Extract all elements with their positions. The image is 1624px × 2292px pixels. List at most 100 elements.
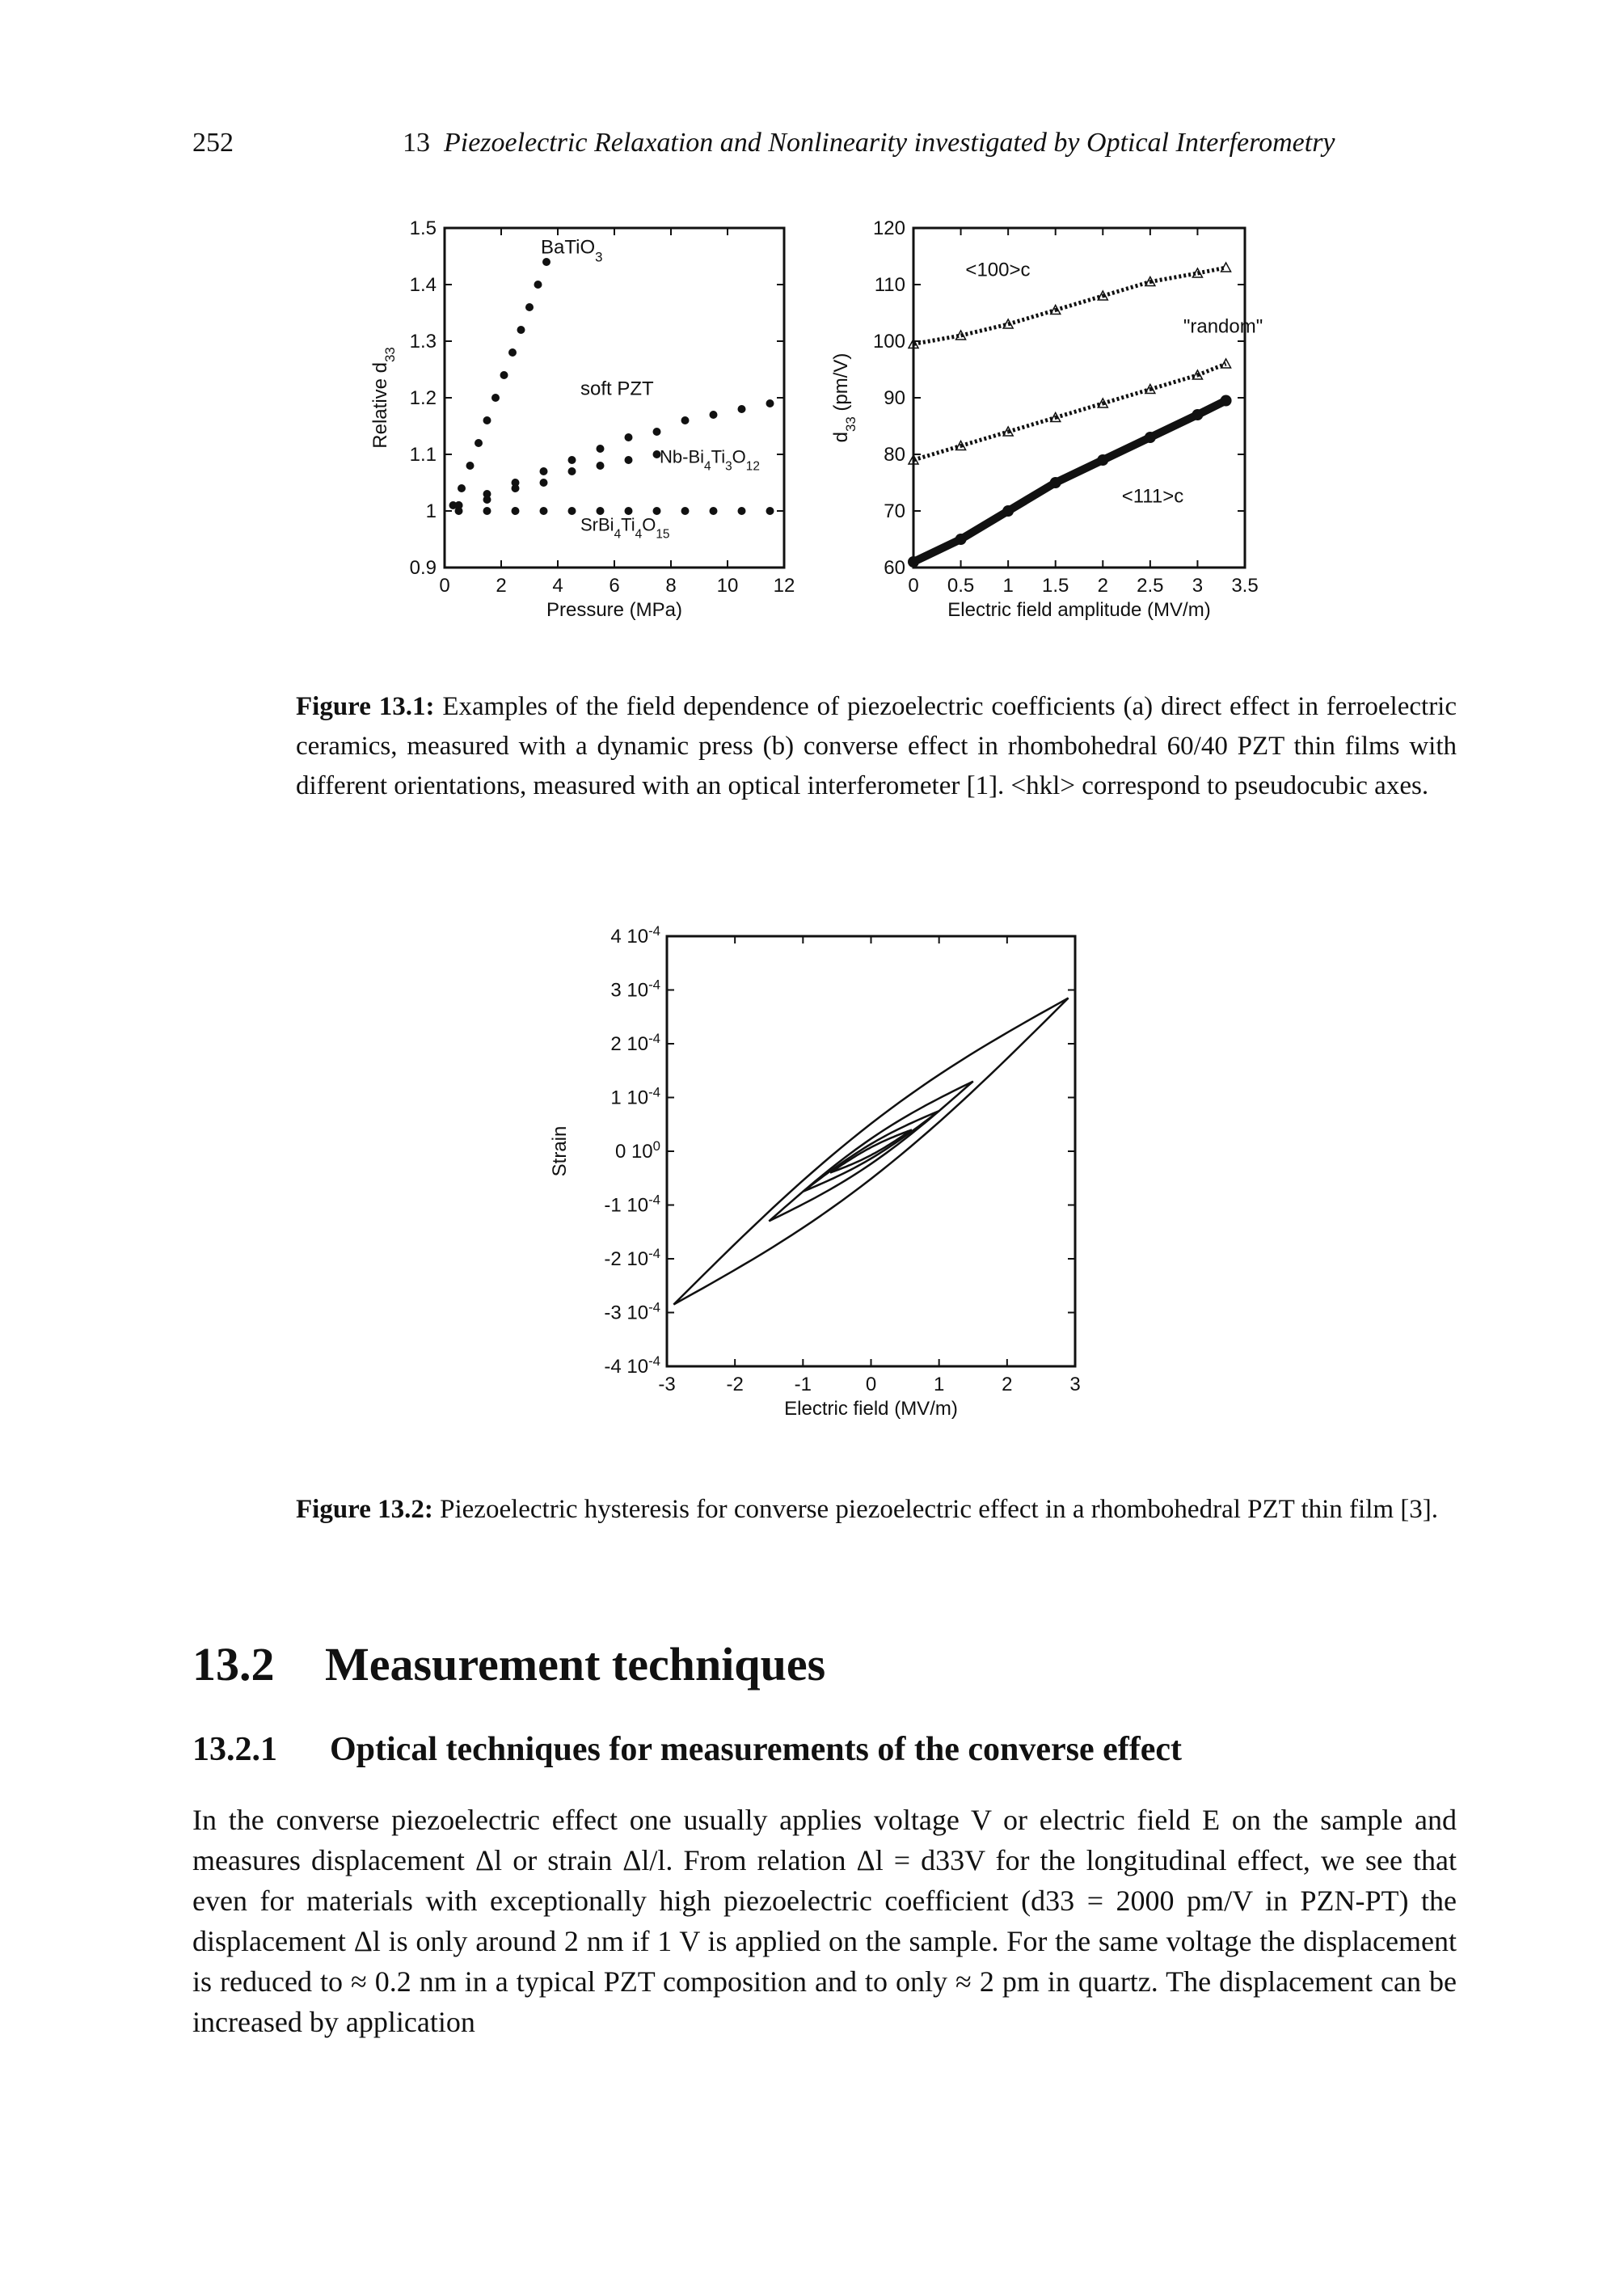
x-tick-label: 0	[866, 1374, 876, 1395]
series-trace	[911, 535, 963, 566]
subsection-number: 13.2.1	[192, 1731, 277, 1768]
data-point	[567, 507, 576, 515]
y-tick-label: 1.3	[410, 331, 437, 352]
page-number: 252	[192, 128, 234, 158]
label-part: 12	[746, 459, 760, 473]
data-point	[1002, 425, 1014, 437]
y-label-main: Relative d	[369, 362, 391, 449]
data-point	[511, 479, 520, 487]
label-part: -4	[648, 923, 660, 939]
label-part: 3 10	[610, 980, 648, 1002]
data-point	[955, 439, 967, 451]
series-trace	[960, 429, 1009, 448]
label-part: 0 10	[615, 1141, 653, 1163]
y-tick-label: 2 10-4	[610, 1031, 660, 1056]
data-point	[534, 281, 542, 289]
series-trace	[1053, 456, 1105, 487]
label-part: -4	[648, 1353, 660, 1369]
series-trace	[1054, 401, 1104, 420]
y-label-sub: 33	[843, 416, 858, 432]
y-tick-label: -2 10-4	[604, 1246, 660, 1271]
y-tick-label: 1.5	[410, 217, 437, 239]
x-tick-label: 0	[908, 575, 918, 597]
data-point	[483, 416, 491, 424]
series-trace	[1006, 479, 1058, 515]
y-tick-label: 0 100	[615, 1138, 660, 1163]
label-part: -1 10	[604, 1195, 648, 1217]
figure-caption-13-1: Figure 13.1: Examples of the field depen…	[296, 687, 1457, 806]
series-trace	[1007, 308, 1057, 327]
data-point	[652, 507, 661, 515]
data-point	[483, 507, 491, 515]
x-tick-label: 3	[1069, 1374, 1080, 1395]
data-point	[596, 445, 605, 453]
y-label-sub: 33	[382, 347, 398, 362]
series-trace	[1149, 271, 1198, 284]
series-trace	[1101, 433, 1153, 464]
y-tick-label: 0.9	[410, 557, 437, 579]
series-trace	[913, 333, 962, 346]
data-point	[624, 507, 633, 515]
label-part: BaTiO	[541, 237, 595, 259]
label-part: O	[732, 447, 746, 467]
series-label-batio3: BaTiO3	[541, 237, 602, 265]
y-tick-label: 80	[884, 444, 905, 466]
caption-text: Piezoelectric hysteresis for converse pi…	[440, 1495, 1439, 1524]
data-point	[1220, 357, 1232, 369]
running-header: 13 Piezoelectric Relaxation and Nonlinea…	[403, 128, 1335, 158]
label-part: -4	[648, 1192, 660, 1207]
series-trace	[1102, 280, 1151, 298]
x-axis-label: Pressure (MPa)	[546, 599, 682, 621]
data-point	[542, 258, 550, 266]
x-tick-label: 2	[496, 575, 506, 597]
data-point	[596, 507, 605, 515]
label-part: -4	[648, 1246, 660, 1261]
x-tick-label: 2.5	[1137, 575, 1163, 597]
data-point	[737, 507, 746, 515]
data-point	[1144, 382, 1157, 395]
label-part: -4 10	[604, 1356, 648, 1378]
data-point	[1049, 303, 1061, 315]
series-label-srbi4ti4o15: SrBi4Ti4O15	[580, 515, 669, 542]
x-tick-label: 4	[552, 575, 563, 597]
series-trace	[1007, 416, 1057, 434]
y-tick-label: -3 10-4	[604, 1299, 660, 1324]
x-tick-label: 10	[717, 575, 739, 597]
data-point	[652, 450, 661, 458]
x-tick-label: 12	[774, 575, 795, 597]
data-point	[624, 456, 633, 464]
x-tick-label: -3	[658, 1374, 675, 1395]
label-part: 15	[656, 527, 669, 541]
label-part: -4	[648, 1299, 660, 1315]
y-tick-label: 120	[873, 217, 905, 239]
data-point	[539, 479, 548, 487]
data-point	[449, 501, 458, 509]
y-tick-label: 100	[873, 331, 905, 352]
plot-frame	[912, 226, 1246, 569]
y-axis-label: Relative d33	[369, 347, 398, 448]
subsection-heading: 13.2.1 Optical techniques for measurement…	[192, 1730, 1182, 1769]
label-part: 4 10	[610, 926, 648, 948]
data-point	[681, 507, 690, 515]
label-part: -3 10	[604, 1302, 648, 1324]
y-tick-label: 90	[884, 387, 905, 409]
caption-label: Figure 13.2:	[296, 1495, 433, 1524]
data-point	[567, 456, 576, 464]
label-part: 2 10	[610, 1033, 648, 1055]
series-trace	[1054, 293, 1104, 312]
y-axis-label: Strain	[549, 1126, 571, 1177]
x-axis-label: Electric field (MV/m)	[784, 1398, 958, 1420]
subsection-title: Optical techniques for measurements of t…	[330, 1731, 1183, 1768]
y-label-unit: (pm/V)	[830, 353, 852, 417]
x-axis-label: Electric field amplitude (MV/m)	[947, 599, 1210, 621]
y-tick-label: 1.4	[410, 274, 437, 296]
label-part: 3	[595, 249, 602, 264]
y-tick-label: -4 10-4	[604, 1353, 660, 1378]
data-point	[500, 371, 508, 379]
data-point	[454, 501, 463, 509]
x-tick-label: 0.5	[947, 575, 974, 597]
x-tick-label: 3.5	[1231, 575, 1258, 597]
